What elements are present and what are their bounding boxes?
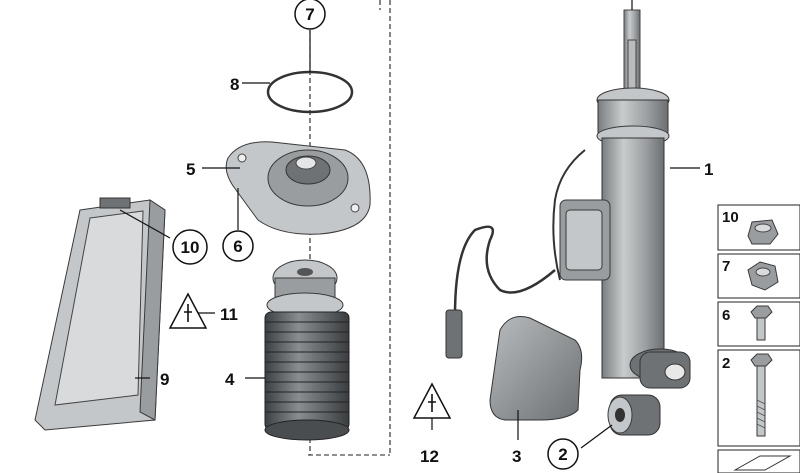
assembly-dashed-frame [308, 0, 391, 456]
callout-10-label: 10 [181, 238, 200, 257]
callout-6-label: 6 [233, 237, 242, 256]
leader-lines [119, 0, 700, 449]
heat-shield-part [489, 316, 583, 421]
legend-row-nut-flanged: 10 [717, 204, 800, 251]
callout-6: 6 [222, 230, 254, 262]
electric-warning-icon-2 [412, 382, 452, 419]
legend-row-partial [717, 449, 800, 473]
label-1: 1 [704, 160, 713, 179]
strut-top-mount-part [225, 141, 371, 235]
label-11: 11 [220, 305, 238, 324]
label-9: 9 [160, 370, 169, 389]
shock-absorber-part [596, 9, 691, 436]
electric-warning-icon [168, 292, 208, 329]
control-module-part [34, 197, 166, 431]
callout-2-label: 2 [558, 445, 567, 464]
label-4: 4 [225, 370, 235, 389]
legend-row-number: 7 [722, 258, 730, 275]
legend-row-number: 6 [722, 307, 730, 324]
label-3: 3 [512, 447, 521, 466]
bump-stop-dust-boot-part [264, 259, 350, 441]
wiring-harness [445, 149, 611, 359]
callout-7-label: 7 [305, 5, 314, 24]
legend-row-number: 2 [722, 355, 730, 372]
small-parts-legend: 10 7 6 2 [717, 204, 800, 473]
legend-row-bolt-long: 2 [717, 349, 800, 447]
legend-row-bolt-short: 6 [717, 301, 800, 347]
label-5: 5 [186, 160, 195, 179]
legend-row-number: 10 [722, 209, 739, 226]
callout-10: 10 [172, 229, 208, 265]
label-12: 12 [420, 447, 439, 466]
legend-row-nut-hex: 7 [717, 253, 800, 299]
callout-7: 7 [294, 0, 326, 30]
callout-2: 2 [547, 438, 579, 470]
label-8: 8 [230, 75, 239, 94]
